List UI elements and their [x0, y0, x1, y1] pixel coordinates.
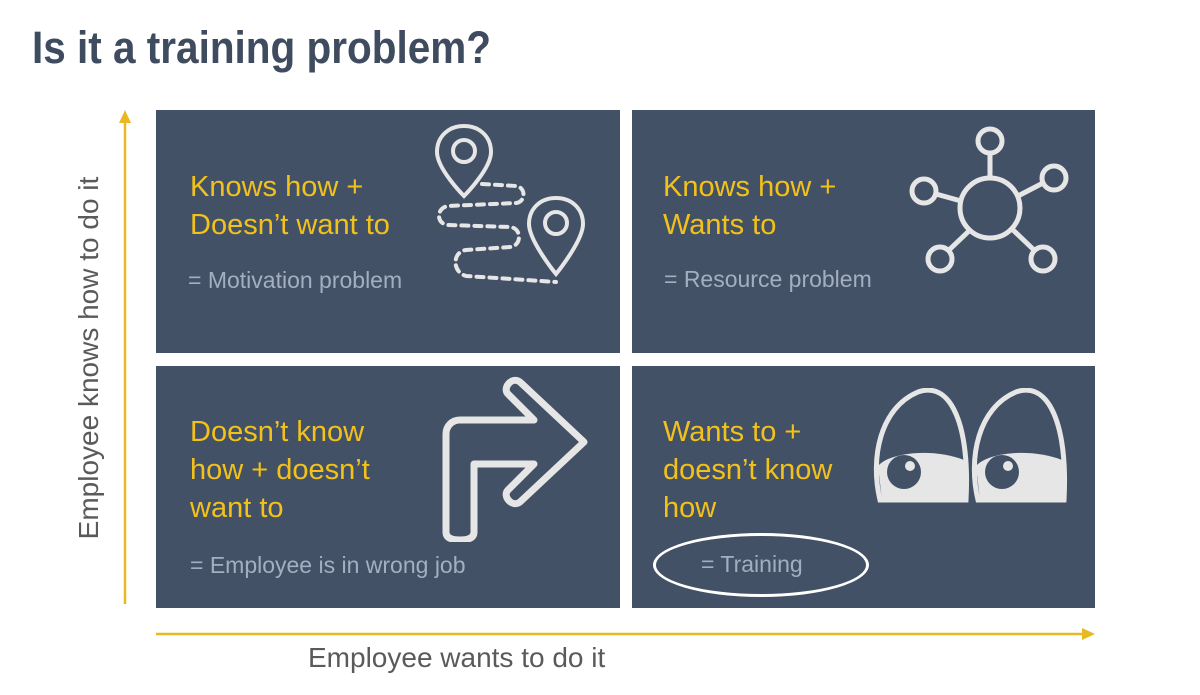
x-axis-label: Employee wants to do it — [308, 642, 606, 673]
page-title: Is it a training problem? — [32, 22, 492, 73]
quadrant-result: = Employee is in wrong job — [190, 552, 466, 578]
quadrant-resource-problem: Knows how + Wants to = Resource problem — [632, 110, 1095, 353]
quadrant-heading: Wants to + doesn’t know how — [663, 416, 833, 524]
quadrant-heading: Knows how + Wants to — [663, 171, 837, 241]
quadrant-result: = Training — [701, 551, 803, 577]
quadrant-training: Wants to + doesn’t know how = Training — [632, 366, 1095, 608]
looking-eyes-icon — [873, 388, 1068, 503]
turn-right-arrow-icon — [442, 377, 588, 542]
network-hub-icon — [909, 126, 1069, 274]
quadrant-result: = Resource problem — [664, 266, 872, 292]
training-highlight-oval — [653, 533, 869, 597]
quadrant-result: = Motivation problem — [188, 267, 403, 293]
y-axis-arrow — [119, 110, 131, 604]
y-axis-label: Employee knows how to do it — [73, 176, 104, 540]
quadrant-motivation-problem: Knows how + Doesn’t want to = Motivation… — [156, 110, 620, 353]
quadrant-heading: Doesn’t know how + doesn’t want to — [190, 416, 370, 524]
route-map-pins-icon — [434, 124, 586, 284]
quadrant-wrong-job: Doesn’t know how + doesn’t want to = Emp… — [156, 366, 620, 608]
x-axis-arrow — [156, 628, 1095, 640]
quadrant-heading: Knows how + Doesn’t want to — [190, 171, 390, 241]
